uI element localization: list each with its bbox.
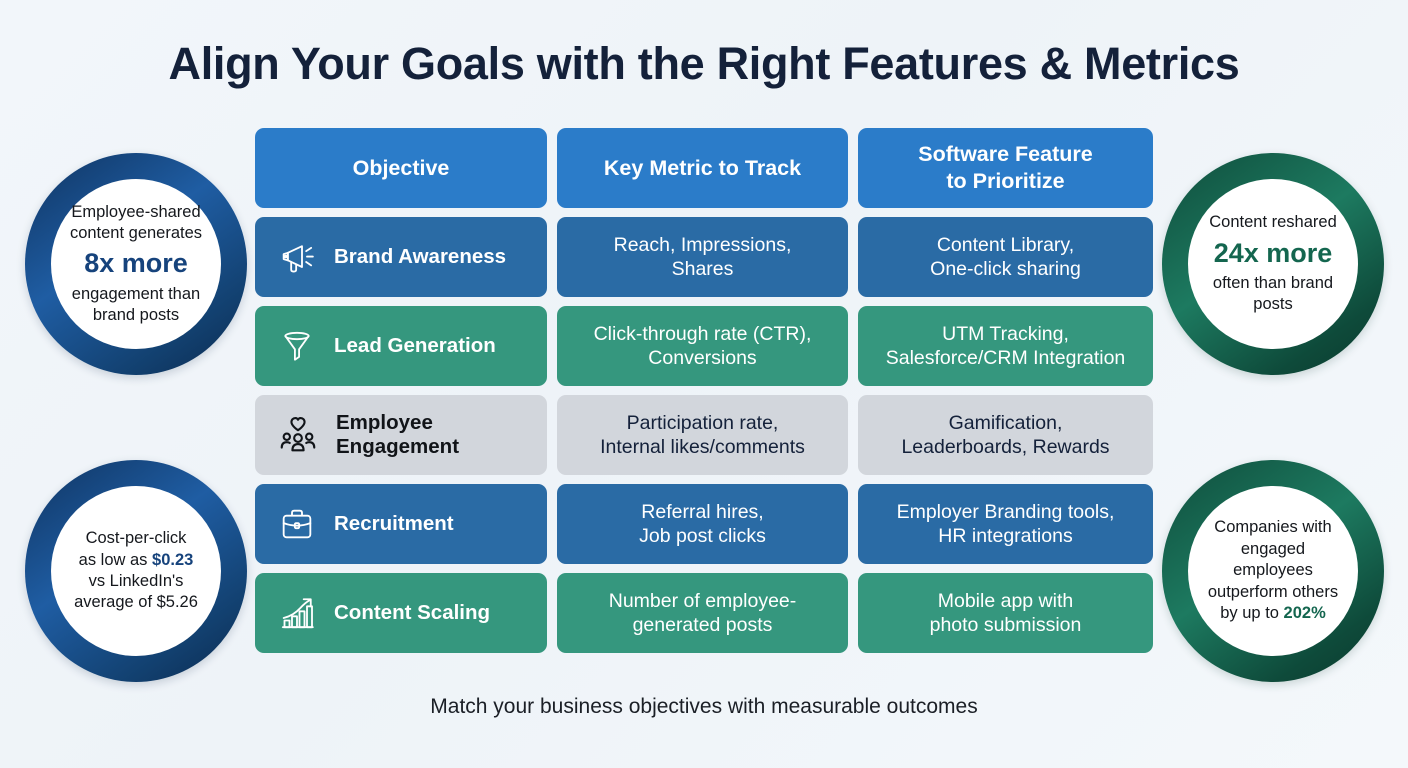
megaphone-icon [277,237,317,277]
stat-circle-reshared: Content reshared 24x more often than bra… [1162,153,1384,375]
feature-cell: Mobile app with photo submission [858,573,1153,653]
stat-circle-engagement: Employee-shared content generates 8x mor… [25,153,247,375]
stat-line: brand posts [92,305,180,324]
stat-highlight: 24x more [1213,237,1333,268]
metric-cell: Click-through rate (CTR), Conversions [557,306,848,386]
metric-cell: Number of employee- generated posts [557,573,848,653]
table-row: Brand Awareness Reach, Impressions, Shar… [255,217,1155,297]
stat-circle-reshared-content: Content reshared 24x more often than bra… [1188,179,1358,349]
table-row: Lead Generation Click-through rate (CTR)… [255,306,1155,386]
stat-line-mixed: as low as $0.23 [79,550,194,571]
stat-line: employees [1233,561,1313,580]
metric-label: Number of employee- generated posts [608,589,797,636]
feature-cell: Content Library, One-click sharing [858,217,1153,297]
stat-circle-cost-per-click: Cost-per-click as low as $0.23 vs Linked… [25,460,247,682]
objective-cell-brand-awareness: Brand Awareness [255,217,547,297]
stat-line: Content reshared [1209,213,1337,232]
feature-cell: UTM Tracking, Salesforce/CRM Integration [858,306,1153,386]
feature-cell: Gamification, Leaderboards, Rewards [858,395,1153,475]
stat-line: outperform others [1207,582,1339,601]
metric-label: Participation rate, Internal likes/comme… [600,411,805,458]
metric-label: Click-through rate (CTR), Conversions [593,322,812,369]
metric-label: Reach, Impressions, Shares [613,233,792,280]
funnel-icon [277,326,317,366]
objective-cell-content-scaling: Content Scaling [255,573,547,653]
stat-line: often than brand [1212,273,1334,292]
objective-label: Brand Awareness [334,244,507,268]
objective-cell-recruitment: Recruitment [255,484,547,564]
feature-label: Gamification, Leaderboards, Rewards [901,411,1110,458]
stat-line: average of $5.26 [74,593,198,612]
table-row: Employee Engagement Participation rate, … [255,395,1155,475]
stat-circle-cost-per-click-content: Cost-per-click as low as $0.23 vs Linked… [51,486,221,656]
objective-cell-employee-engagement: Employee Engagement [255,395,547,475]
objective-label: Employee Engagement [336,410,460,458]
goals-table: Objective Key Metric to Track Software F… [255,128,1155,662]
metric-cell: Participation rate, Internal likes/comme… [557,395,848,475]
stat-line: vs LinkedIn's [88,572,184,590]
feature-label: Mobile app with photo submission [929,589,1082,636]
stat-line: content generates [69,224,203,243]
stat-highlight: $0.23 [152,550,194,569]
stat-line-prefix: as low as [78,550,153,569]
stat-circle-engagement-content: Employee-shared content generates 8x mor… [51,179,221,349]
objective-label: Recruitment [334,511,454,535]
stat-highlight: 8x more [84,248,188,279]
feature-cell: Employer Branding tools, HR integrations [858,484,1153,564]
feature-label: Employer Branding tools, HR integrations [896,500,1115,547]
stat-line: engagement than [71,284,201,303]
column-header-metric: Key Metric to Track [557,128,848,208]
objective-label: Lead Generation [334,333,496,357]
page-title: Align Your Goals with the Right Features… [168,38,1240,89]
column-header-feature: Software Feature to Prioritize [858,128,1153,208]
column-header-feature-label: Software Feature to Prioritize [918,142,1093,193]
stat-line: Cost-per-click [85,529,187,548]
objective-label: Content Scaling [334,600,491,624]
stat-highlight: 202% [1283,604,1326,623]
table-header-row: Objective Key Metric to Track Software F… [255,128,1155,208]
stat-circle-outperform-content: Companies with engaged employees outperf… [1188,486,1358,656]
stat-line-mixed: by up to 202% [1220,603,1326,624]
metric-label: Referral hires, Job post clicks [639,500,766,547]
stat-line: posts [1253,295,1293,314]
table-row: Content Scaling Number of employee- gene… [255,573,1155,653]
metric-cell: Reach, Impressions, Shares [557,217,848,297]
feature-label: Content Library, One-click sharing [930,233,1081,280]
briefcase-icon [277,504,317,544]
stat-circle-outperform: Companies with engaged employees outperf… [1162,460,1384,682]
objective-cell-lead-generation: Lead Generation [255,306,547,386]
heart-people-icon [277,414,319,456]
column-header-objective: Objective [255,128,547,208]
stat-line: engaged [1240,539,1306,558]
footer-caption: Match your business objectives with meas… [430,695,978,718]
column-header-metric-label: Key Metric to Track [603,155,802,180]
column-header-objective-label: Objective [352,155,450,180]
growth-chart-icon [277,593,317,633]
metric-cell: Referral hires, Job post clicks [557,484,848,564]
stat-line: Employee-shared [71,202,201,221]
stat-line: Companies with [1214,518,1332,537]
stat-line-prefix: by up to [1220,604,1284,623]
table-row: Recruitment Referral hires, Job post cli… [255,484,1155,564]
feature-label: UTM Tracking, Salesforce/CRM Integration [885,322,1126,369]
